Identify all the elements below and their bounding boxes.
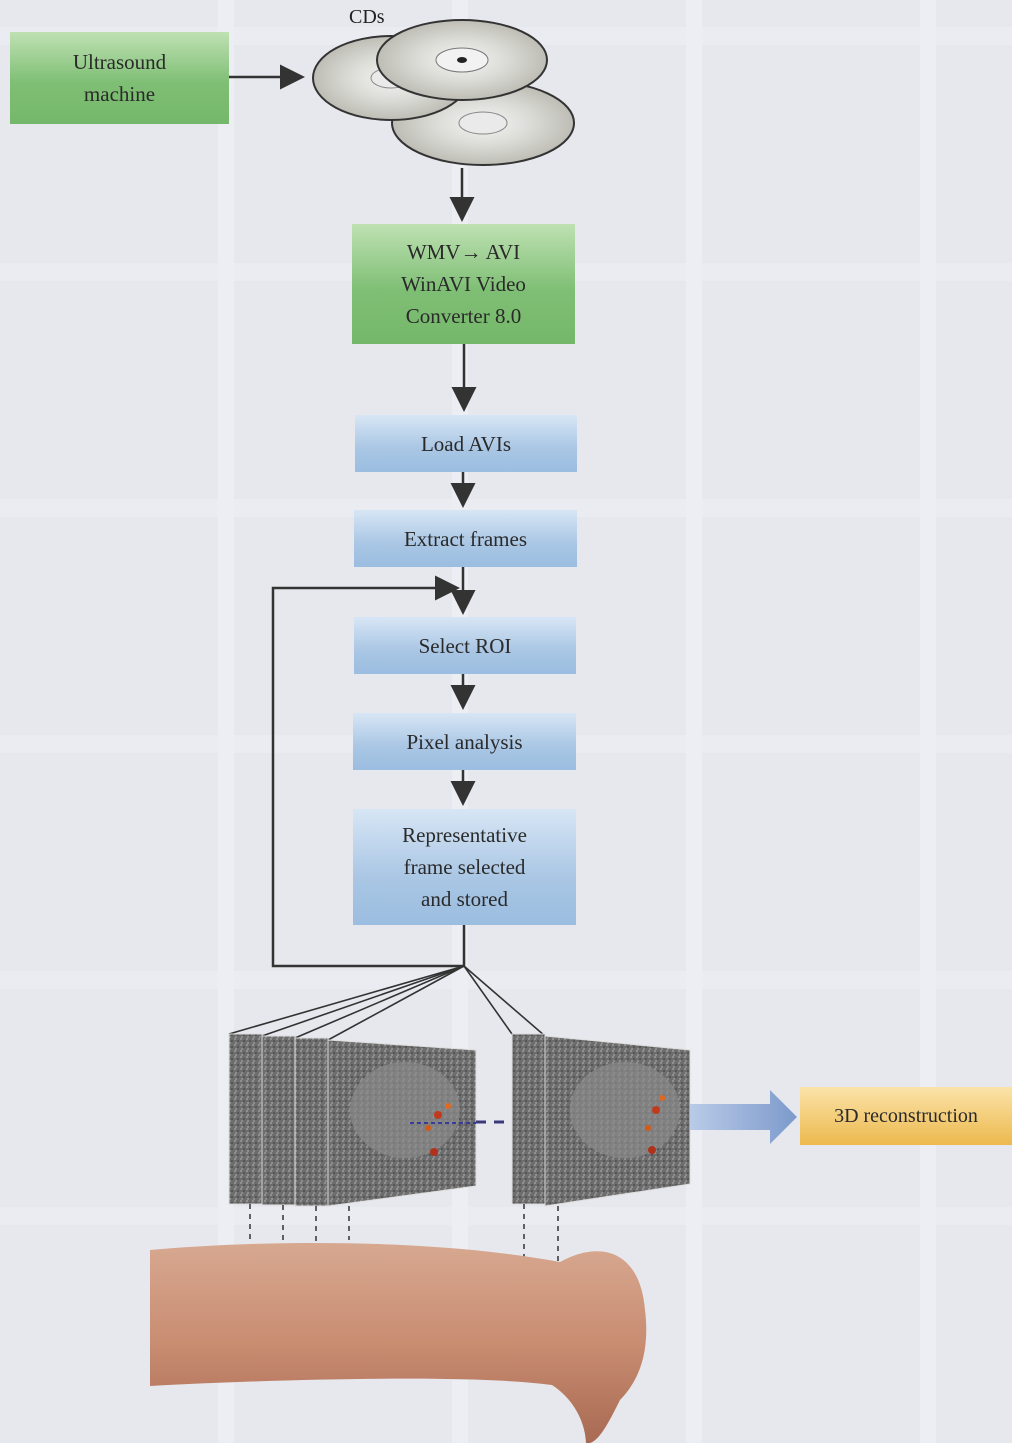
converter-line-1: WMV→ AVI bbox=[406, 240, 521, 264]
big-arrow-to-reconstruction bbox=[690, 1090, 797, 1144]
ultrasound-machine-box: Ultrasound machine bbox=[10, 32, 229, 124]
frame-fan-lines bbox=[228, 965, 546, 1041]
ultrasound-frames-right bbox=[511, 1033, 691, 1207]
converter-line-3: Converter 8.0 bbox=[405, 304, 522, 328]
extract-frames-box: Extract frames bbox=[354, 510, 577, 567]
converter-line-2: WinAVI Video bbox=[401, 272, 526, 296]
representative-line-3: and stored bbox=[421, 887, 508, 911]
leg-image bbox=[150, 1242, 647, 1443]
reconstruction-box: 3D reconstruction bbox=[800, 1087, 1012, 1145]
select-roi-box: Select ROI bbox=[354, 617, 576, 674]
representative-frame-box: Representative frame selected and stored bbox=[353, 809, 576, 925]
ultrasound-line-1: Ultrasound bbox=[72, 50, 167, 74]
converter-box: WMV→ AVI WinAVI Video Converter 8.0 bbox=[352, 224, 575, 344]
ultrasound-line-2: machine bbox=[83, 82, 156, 106]
ultrasound-frames-left bbox=[228, 1033, 477, 1207]
load-avis-box: Load AVIs bbox=[355, 415, 577, 472]
loop-back-arrow bbox=[271, 575, 466, 968]
pixel-analysis-box: Pixel analysis bbox=[353, 713, 576, 770]
representative-line-2: frame selected bbox=[403, 855, 526, 879]
representative-line-1: Representative bbox=[402, 823, 527, 847]
cds-label: CDs bbox=[349, 6, 385, 28]
cds-icon bbox=[312, 19, 575, 166]
